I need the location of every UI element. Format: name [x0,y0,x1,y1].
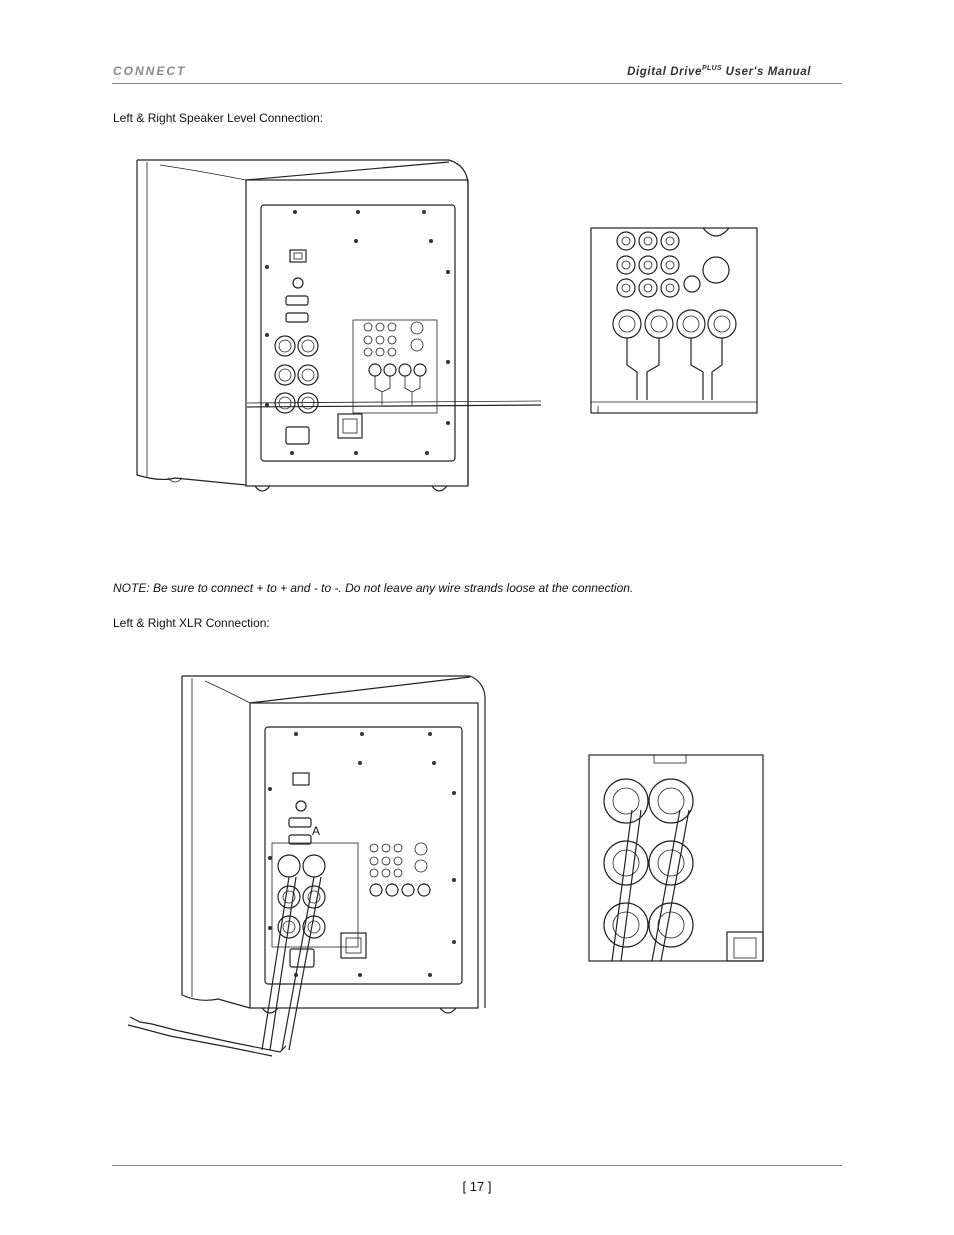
speaker-level-heading: Left & Right Speaker Level Connection: [113,111,324,125]
xlr-heading: Left & Right XLR Connection: [113,616,270,630]
manual-title: Digital DrivePLUS User's Manual [627,65,811,78]
page-number: [ 17 ] [462,1179,492,1194]
xlr-callout-label: A [312,824,320,838]
section-title: CONNECT [113,64,187,78]
footer-divider [112,1165,842,1166]
header-divider [112,83,842,84]
speaker-level-diagram [136,159,758,492]
xlr-connection-diagram: A [127,675,764,1057]
wiring-note: NOTE: Be sure to connect + to + and - to… [113,581,634,595]
